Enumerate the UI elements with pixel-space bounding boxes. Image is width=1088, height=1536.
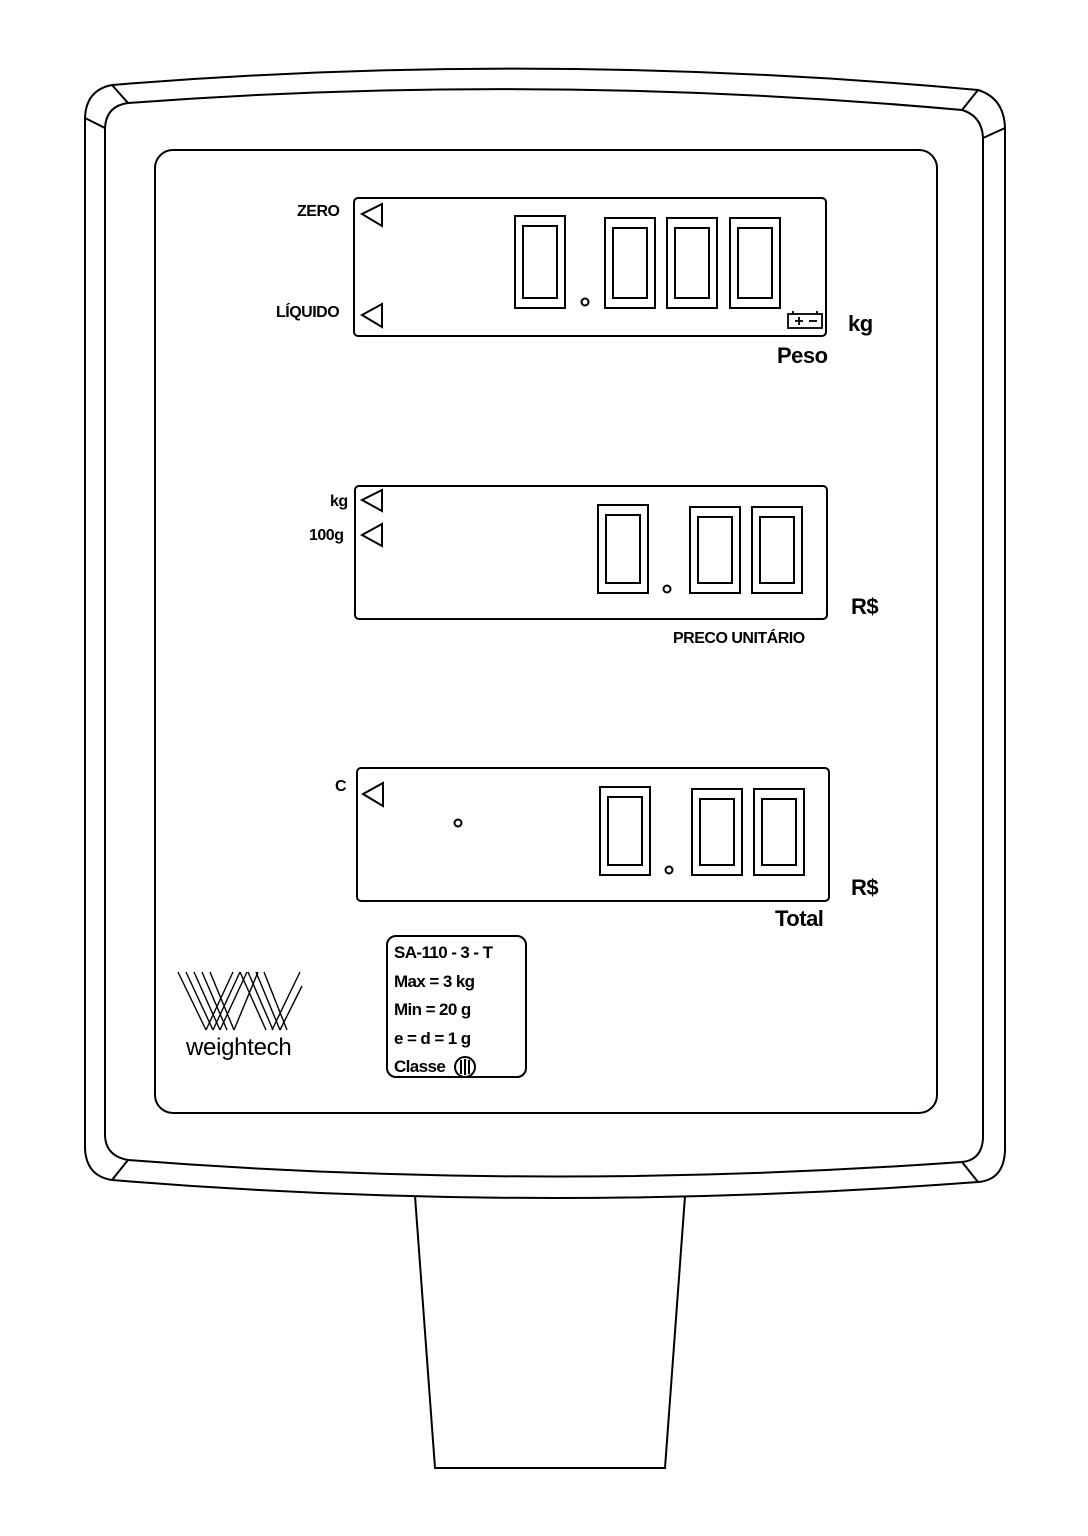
total-window [356,767,830,902]
indicator-triangle-icon [359,488,383,513]
w-stripes-logo-icon [177,971,303,1031]
weight-unit-label: kg [848,311,873,336]
c-indicator-label: C [335,778,347,795]
indicator-triangle-icon [359,202,383,228]
unit-price-currency-label: R$ [851,594,879,619]
indicator-triangle-icon [359,302,383,329]
class-label: Classe [394,1057,446,1076]
weight-window [353,197,827,337]
per-kg-indicator-label: kg [330,493,348,510]
min-capacity: Min = 20 g [394,1000,471,1019]
display-panel [154,149,938,1114]
spec-plate: SA-110 - 3 - T Max = 3 kg Min = 20 g e =… [386,935,527,1079]
model-number: SA-110 - 3 - T [394,943,493,962]
class-iii-icon [454,1056,477,1079]
indicator-triangle-icon [359,522,383,548]
per-100g-indicator-label: 100g [309,527,344,544]
indicator-triangle-icon [360,781,384,808]
brand-name: weightech [186,1034,292,1061]
max-capacity: Max = 3 kg [394,971,475,991]
weight-caption: Peso [777,343,828,368]
unit-price-window [354,485,828,620]
zero-indicator-label: ZERO [297,203,340,220]
total-caption: Total [775,906,824,931]
digit-boxes [514,215,805,876]
housing-outer [84,67,1006,1199]
housing-inner [104,88,984,1178]
unit-price-caption: PRECO UNITÁRIO [673,630,805,647]
scale-division: e = d = 1 g [394,1028,471,1048]
accuracy-class: Classe [394,1053,525,1082]
net-indicator-label: LÍQUIDO [276,304,340,321]
stand [414,1195,686,1469]
battery-icon [787,311,823,329]
total-currency-label: R$ [851,875,879,900]
